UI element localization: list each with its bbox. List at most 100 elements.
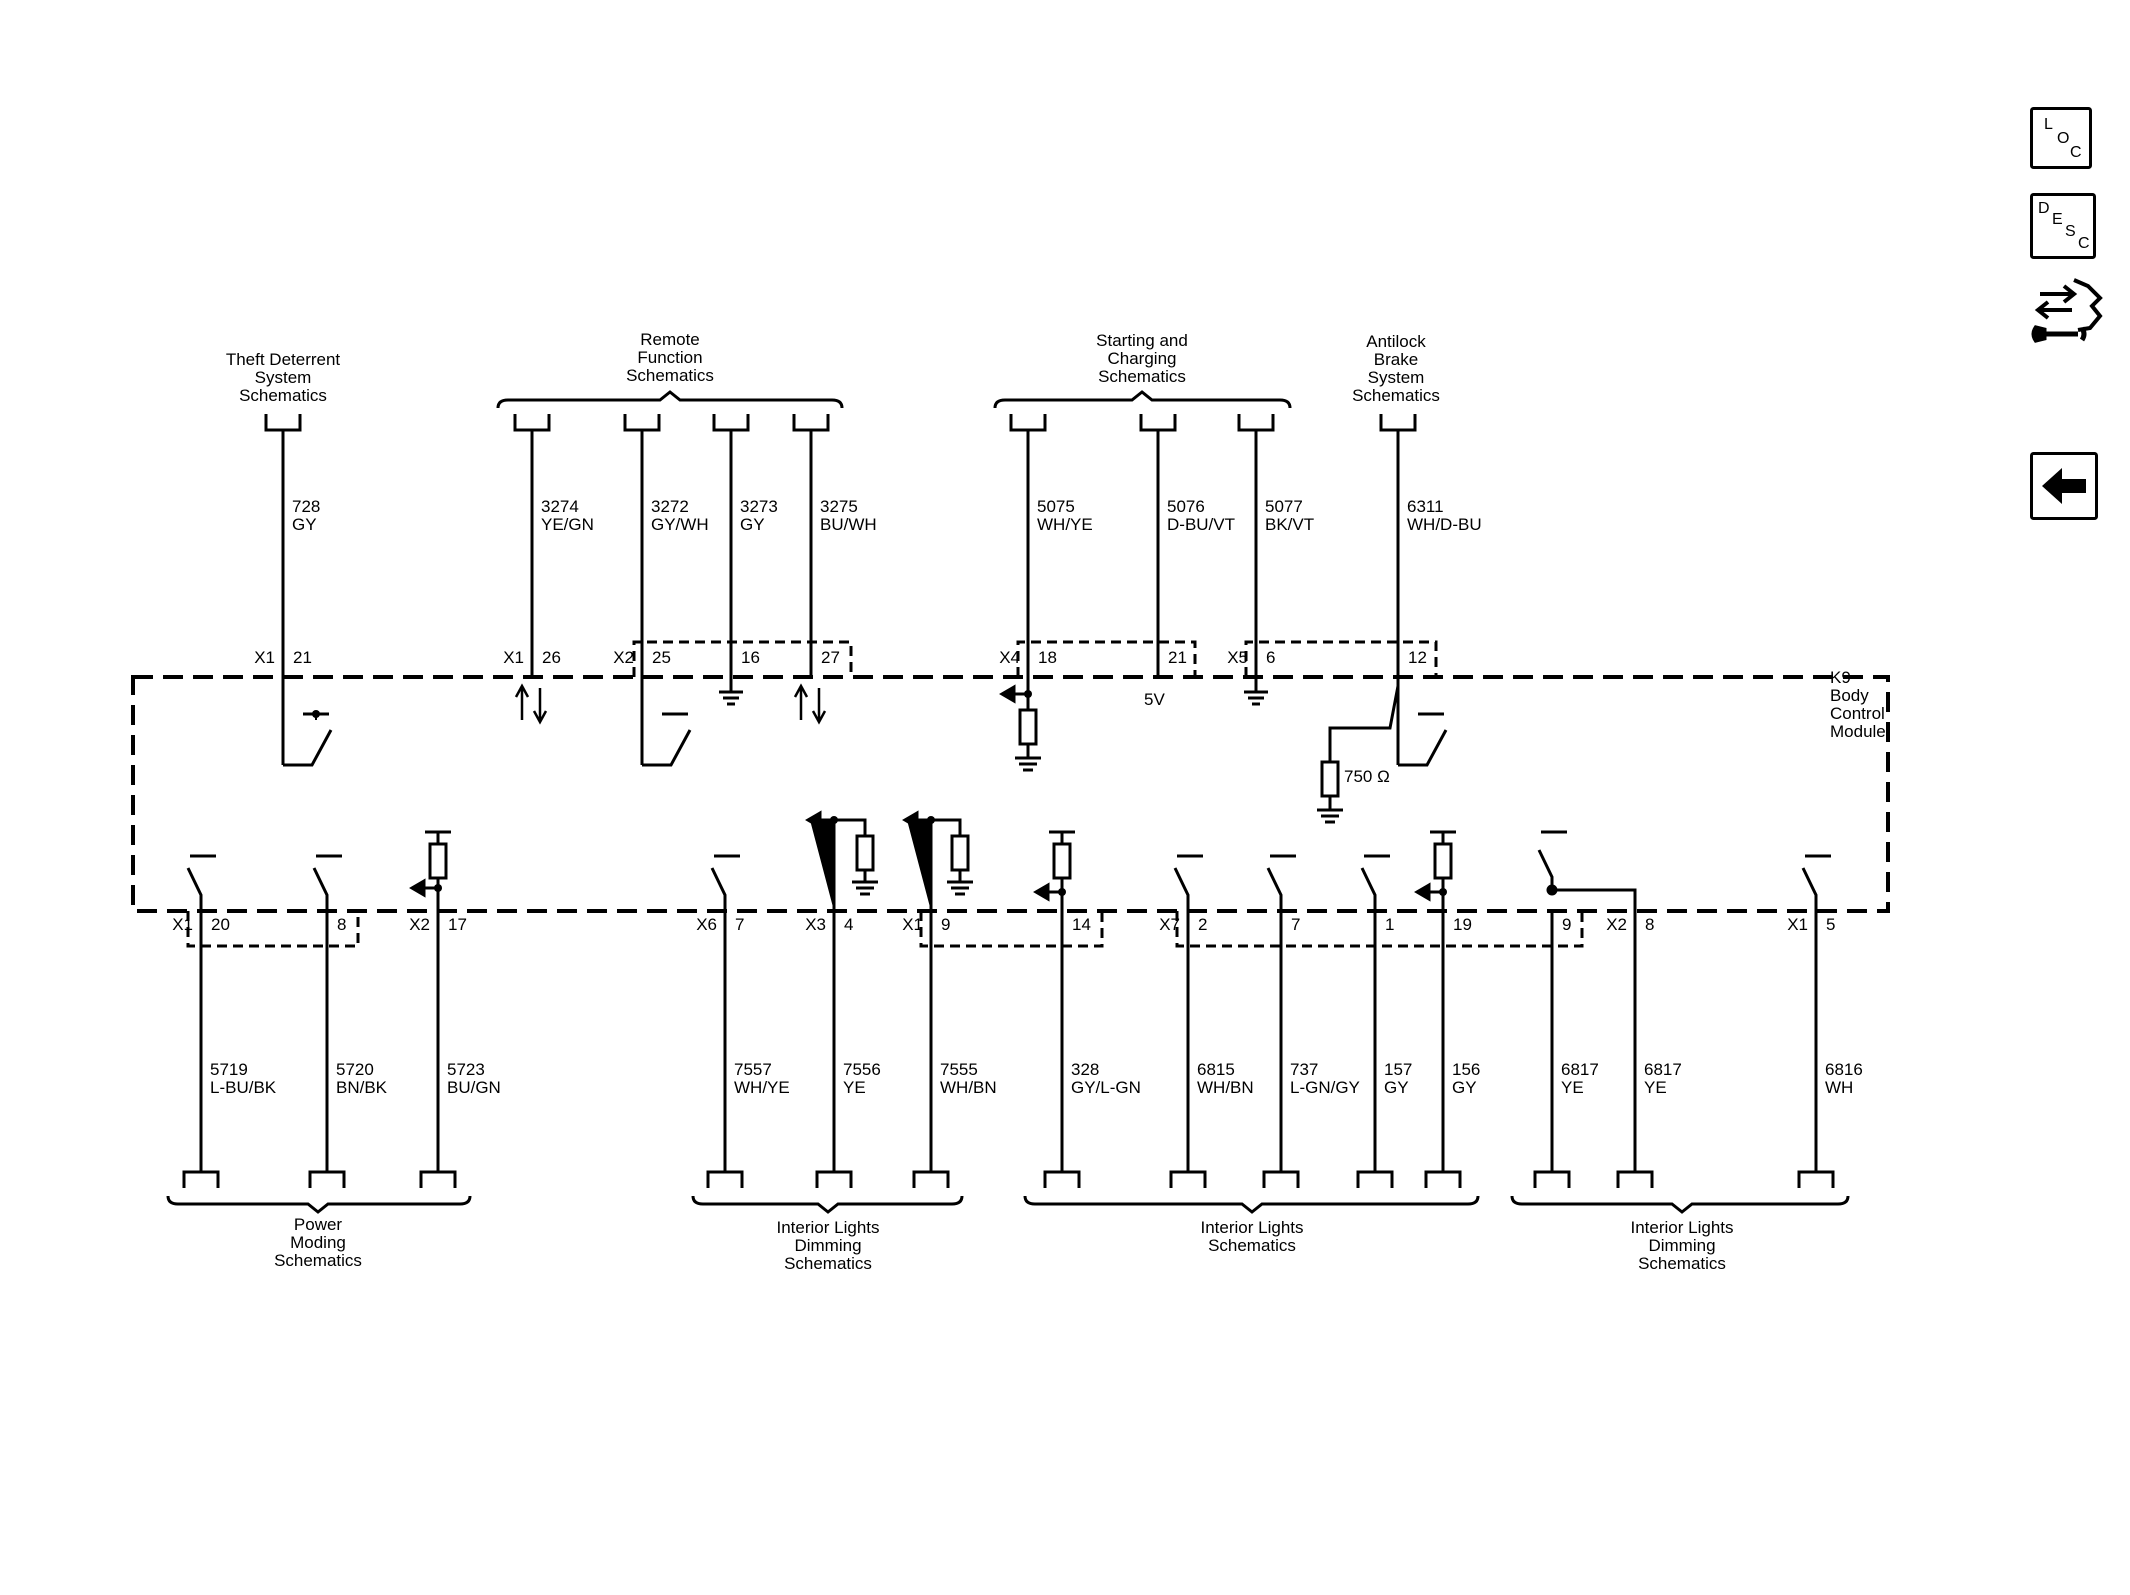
- bottom-pin-9: 1: [1385, 915, 1394, 934]
- top-color-0: GY: [292, 515, 317, 534]
- bottom-pin-8: 7: [1291, 915, 1300, 934]
- bottom-connector-10: [1424, 1170, 1462, 1188]
- desc-button[interactable]: D E S C: [2030, 193, 2096, 259]
- bidirectional-arrow-27: [793, 683, 827, 725]
- switch-x7-2: [1173, 854, 1203, 911]
- pullup-14: [1033, 830, 1075, 911]
- switch-x5-12: [1398, 729, 1448, 767]
- ground-6: [1244, 677, 1268, 706]
- top-circuit-6: 5076: [1167, 497, 1205, 516]
- bottom-color-1: BN/BK: [336, 1078, 388, 1097]
- bottom-circuit-11: 6817: [1561, 1060, 1599, 1079]
- bottom-circuit-9: 157: [1384, 1060, 1412, 1079]
- bottom-connector-2: [419, 1170, 457, 1188]
- bottom-color-0: L-BU/BK: [210, 1078, 277, 1097]
- desc-icon: D E S C: [2030, 193, 2096, 259]
- top-circuit-4: 3275: [820, 497, 858, 516]
- top-ref-0-line-2: Schematics: [239, 386, 327, 405]
- ground-16: [719, 677, 743, 706]
- bottom-pin-0: 20: [211, 915, 230, 934]
- top-conn-5: X4: [999, 648, 1020, 667]
- back-arrow-icon: [2030, 452, 2098, 520]
- top-color-4: BU/WH: [820, 515, 877, 534]
- bottom-pin-2: 17: [448, 915, 467, 934]
- bottom-color-12: YE: [1644, 1078, 1667, 1097]
- bottom-ref-3-line-1: Dimming: [1648, 1236, 1715, 1255]
- resistor-750-label: 750 Ω: [1344, 767, 1390, 786]
- bottom-color-13: WH: [1825, 1078, 1853, 1097]
- bottom-color-9: GY: [1384, 1078, 1409, 1097]
- top-ref-2-line-0: Starting and: [1096, 331, 1188, 350]
- bottom-connector-4: [815, 1170, 853, 1188]
- top-pin-6: 21: [1168, 648, 1187, 667]
- top-ref-3-line-0: Antilock: [1366, 332, 1426, 351]
- switch-x7-1: [1360, 854, 1390, 911]
- bottom-circuit-3: 7557: [734, 1060, 772, 1079]
- bottom-connector-12: [1616, 1170, 1654, 1188]
- bracket-dimming-1: [691, 1195, 964, 1214]
- back-button[interactable]: [2030, 452, 2098, 520]
- bottom-conn-2: X2: [409, 915, 430, 934]
- bottom-circuit-7: 6815: [1197, 1060, 1235, 1079]
- bracket-starting-charging: [993, 390, 1292, 409]
- bottom-color-11: YE: [1561, 1078, 1584, 1097]
- top-connector-1: [513, 414, 551, 432]
- bottom-circuit-8: 737: [1290, 1060, 1318, 1079]
- bottom-ref-1-line-0: Interior Lights: [777, 1218, 880, 1237]
- bottom-conn-0: X1: [172, 915, 193, 934]
- module-label-line-0: K9: [1830, 668, 1851, 687]
- bottom-circuit-1: 5720: [336, 1060, 374, 1079]
- top-pin-7: 6: [1266, 648, 1275, 667]
- bottom-pin-13: 5: [1826, 915, 1835, 934]
- top-connector-0: [264, 414, 302, 432]
- top-conn-1: X1: [503, 648, 524, 667]
- connector-box-x4-top: [1016, 640, 1197, 677]
- top-circuit-1: 3274: [541, 497, 579, 516]
- bottom-connector-3: [706, 1170, 744, 1188]
- bottom-circuit-13: 6816: [1825, 1060, 1863, 1079]
- switch-x7-9: [1537, 830, 1567, 890]
- switch-x2-25: [642, 729, 692, 767]
- top-connector-8: [1379, 414, 1417, 432]
- top-pin-1: 26: [542, 648, 561, 667]
- switch-x7-7: [1266, 854, 1296, 911]
- bottom-connector-5: [912, 1170, 950, 1188]
- bottom-connector-9: [1356, 1170, 1394, 1188]
- module-outline: [131, 675, 1890, 913]
- resistor-pulldown-18: [999, 677, 1041, 772]
- bottom-conn-3: X6: [696, 915, 717, 934]
- top-conn-0: X1: [254, 648, 275, 667]
- bottom-ref-0-line-1: Moding: [290, 1233, 346, 1252]
- top-pin-4: 27: [821, 648, 840, 667]
- top-connector-4: [792, 414, 830, 432]
- connector-wrench-icon: [2031, 278, 2103, 343]
- top-circuit-8: 6311: [1407, 497, 1444, 516]
- switch-x1-8: [312, 854, 342, 911]
- top-connector-2: [623, 414, 661, 432]
- top-ref-3-line-2: System: [1368, 368, 1425, 387]
- bottom-pin-7: 2: [1198, 915, 1207, 934]
- top-color-8: WH/D-BU: [1407, 515, 1482, 534]
- bottom-pin-10: 19: [1453, 915, 1472, 934]
- top-connector-7: [1237, 414, 1275, 432]
- top-color-3: GY: [740, 515, 765, 534]
- top-pin-2: 25: [652, 648, 671, 667]
- bottom-conn-7: X7: [1159, 915, 1180, 934]
- bottom-connector-11: [1533, 1170, 1571, 1188]
- bottom-ref-0-line-2: Schematics: [274, 1251, 362, 1270]
- connector-tool-button[interactable]: [2030, 272, 2105, 352]
- top-color-2: GY/WH: [651, 515, 709, 534]
- top-ref-0-line-0: Theft Deterrent: [226, 350, 341, 369]
- top-ref-2-line-2: Schematics: [1098, 367, 1186, 386]
- bottom-pin-1: 8: [337, 915, 346, 934]
- module-label-line-2: Control: [1830, 704, 1885, 723]
- bracket-interior-lights: [1023, 1195, 1480, 1214]
- resistor-750: [1317, 685, 1400, 824]
- connector-box-x2-top: [632, 640, 853, 677]
- bottom-pin-12: 8: [1645, 915, 1654, 934]
- bottom-color-7: WH/BN: [1197, 1078, 1254, 1097]
- loc-button[interactable]: L O C: [2030, 107, 2092, 169]
- bottom-connector-7: [1169, 1170, 1207, 1188]
- connector-box-x7-bottom: [1175, 911, 1584, 948]
- bottom-pin-6: 14: [1072, 915, 1091, 934]
